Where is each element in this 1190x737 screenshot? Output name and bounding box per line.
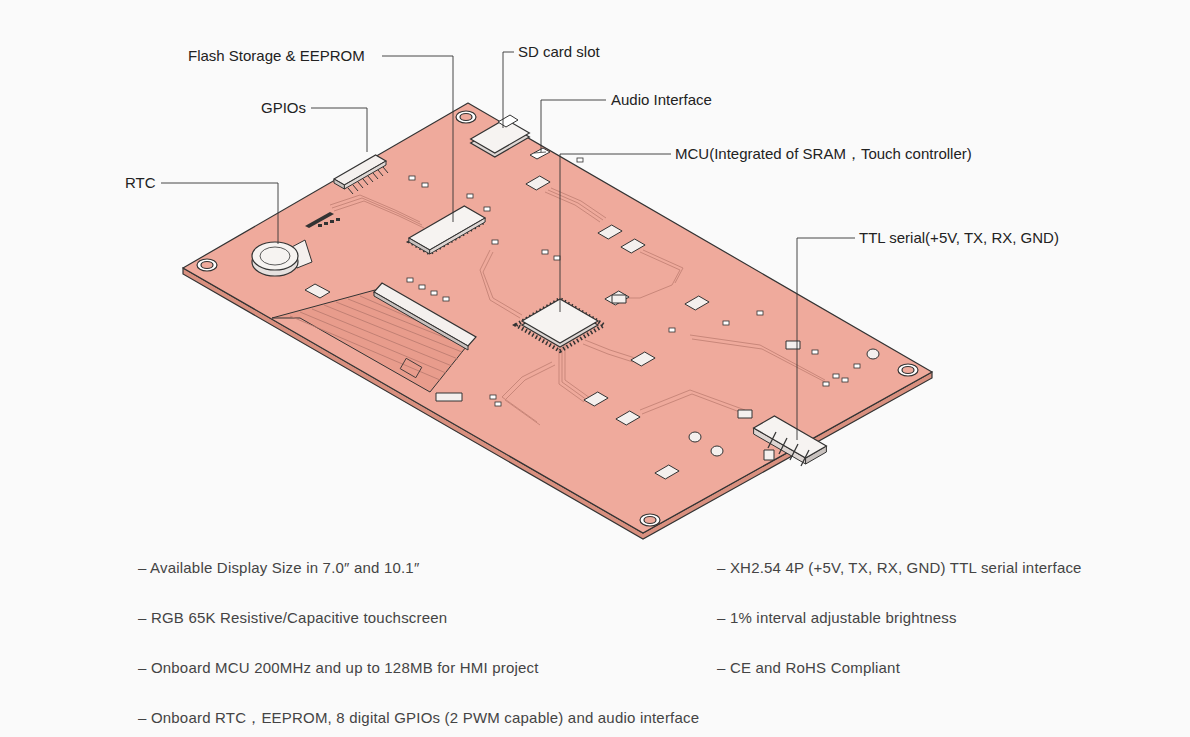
pcb-traces	[330, 188, 827, 425]
feature-bullet: – Onboard MCU 200MHz and up to 128MB for…	[138, 659, 539, 677]
passives	[407, 158, 860, 406]
mounting-holes	[197, 111, 918, 526]
part-label: RTC	[125, 174, 156, 192]
pcb-board	[183, 103, 932, 533]
part-label: MCU(Integrated of SRAM，Touch controller)	[675, 145, 972, 163]
feature-bullet: – RGB 65K Resistive/Capacitive touchscre…	[138, 609, 447, 627]
feature-bullet: – Onboard RTC，EEPROM, 8 digital GPIOs (2…	[138, 709, 699, 727]
part-label: Audio Interface	[611, 91, 712, 109]
part-label: SD card slot	[518, 43, 600, 61]
small-chips	[526, 176, 709, 479]
feature-bullet: – 1% interval adjustable brightness	[717, 609, 957, 627]
fpc-ribbon	[272, 290, 470, 392]
fpc-connector	[374, 283, 476, 346]
components	[436, 295, 879, 460]
part-label: GPIOs	[261, 99, 306, 117]
flash-chip	[409, 206, 485, 254]
feature-bullet: – CE and RoHS Compliant	[717, 659, 900, 677]
feature-bullet: – XH2.54 4P (+5V, TX, RX, GND) TTL seria…	[717, 559, 1082, 577]
ttl-connector	[754, 416, 827, 466]
part-label: TTL serial(+5V, TX, RX, GND)	[859, 229, 1059, 247]
audio-connector	[530, 148, 550, 159]
feature-bullet: – Available Display Size in 7.0″ and 10.…	[138, 559, 419, 577]
rtc-battery	[252, 240, 312, 276]
sd-card-slot	[471, 115, 530, 157]
rtc-pads	[305, 212, 340, 228]
ribbon-lines	[290, 296, 468, 380]
part-label: Flash Storage & EEPROM	[188, 47, 365, 65]
gpio-connector	[334, 155, 388, 194]
leader-lines	[161, 52, 855, 440]
